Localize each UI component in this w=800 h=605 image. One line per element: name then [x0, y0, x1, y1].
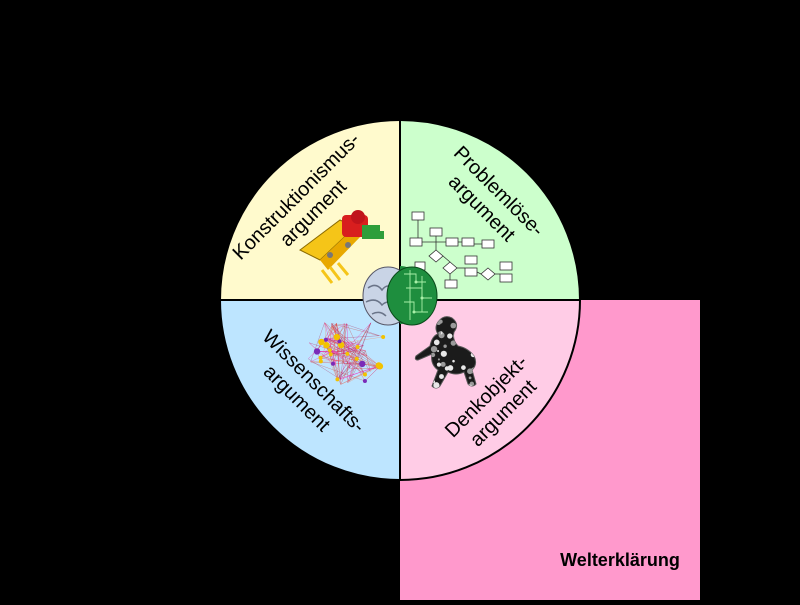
network-node — [377, 363, 383, 369]
fractal-dog-speckle — [437, 363, 441, 367]
network-node — [329, 352, 333, 356]
fractal-dog-speckle — [469, 377, 472, 380]
network-node — [334, 334, 340, 340]
fractal-dog-speckle — [434, 340, 440, 346]
network-node — [356, 345, 360, 349]
network-node — [324, 338, 328, 342]
fractal-dog-speckle — [448, 365, 454, 371]
fractal-dog-speckle — [450, 323, 456, 329]
network-node — [314, 348, 320, 354]
network-node — [355, 357, 359, 361]
fractal-dog-speckle — [438, 358, 440, 360]
brain-icon — [363, 266, 437, 325]
network-node — [319, 359, 323, 363]
network-node — [323, 342, 329, 348]
fractal-dog-speckle — [441, 362, 446, 367]
network-node — [381, 335, 385, 339]
network-node — [345, 352, 349, 356]
fractal-dog-speckle — [452, 360, 455, 363]
network-node — [363, 373, 367, 377]
network-node — [363, 379, 367, 383]
fractal-dog-speckle — [443, 345, 446, 348]
welterklaerung-label: Welterklärung — [560, 550, 680, 570]
fractal-dog-speckle — [437, 350, 439, 352]
fractal-dog-speckle — [461, 365, 466, 370]
fractal-dog-speckle — [441, 351, 447, 357]
network-node — [335, 377, 339, 381]
fractal-dog-speckle — [439, 374, 444, 379]
network-node — [319, 356, 323, 360]
network-node — [331, 362, 335, 366]
fractal-dog-speckle — [447, 333, 452, 338]
fractal-dog-speckle — [438, 331, 441, 334]
fractal-dog-speckle — [431, 346, 437, 352]
network-node — [328, 348, 332, 352]
network-node — [359, 361, 365, 367]
